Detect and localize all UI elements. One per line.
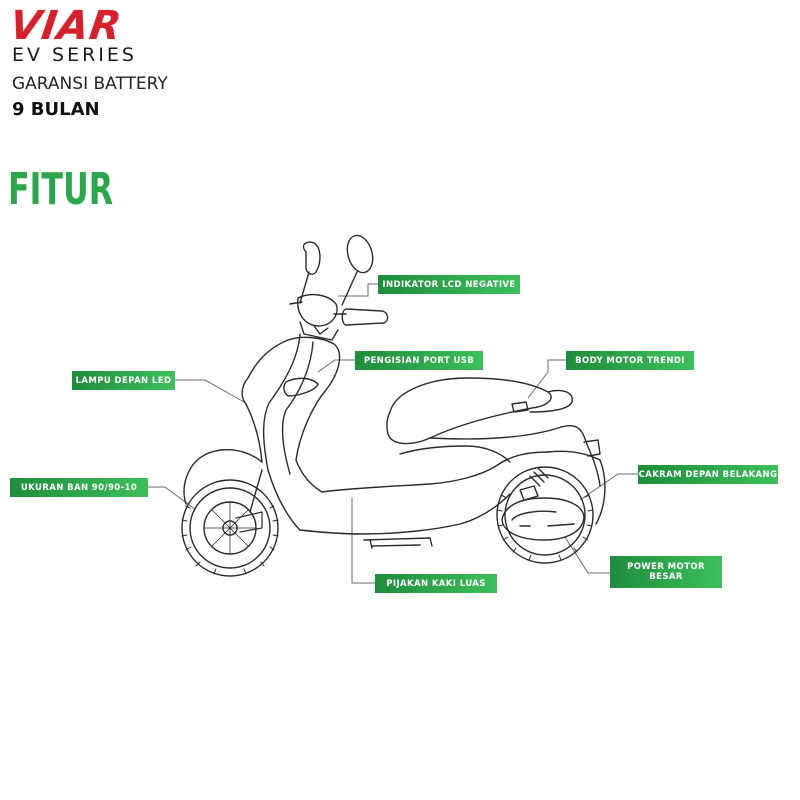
feature-label-body: BODY MOTOR TRENDI: [575, 355, 685, 366]
mirror-left-icon: [299, 241, 321, 304]
label-tag-brake: [638, 465, 778, 484]
mirror-right-icon: [341, 234, 374, 306]
front-fender-icon: [241, 336, 341, 461]
steering-column-icon: [262, 333, 301, 531]
feature-label-tire: UKURAN BAN 90/90-10: [20, 482, 138, 493]
warranty-label: GARANSI BATTERY: [12, 74, 168, 94]
label-tag-lamp: [72, 371, 175, 390]
feature-label-power: POWER MOTOR BESAR: [627, 562, 705, 582]
feature-labels: [10, 275, 778, 593]
headlight-icon: [283, 377, 319, 397]
rear-wheel-icon: [496, 466, 594, 564]
handlebar-icon: [289, 293, 389, 341]
front-wheel-icon: [181, 479, 279, 577]
label-tag-foot: [375, 574, 497, 593]
leader-line-body: [527, 359, 566, 399]
feature-label-brake: CAKRAM DEPAN BELAKANG: [638, 469, 778, 480]
feature-label-lamp: LAMPU DEPAN LED: [75, 375, 172, 386]
feature-label-usb: PENGISIAN PORT USB: [363, 355, 475, 366]
leader-line-lamp: [175, 379, 245, 403]
label-tag-lcd: [378, 275, 520, 294]
floorboard-icon: [321, 451, 549, 493]
section-title: FITUR: [8, 164, 114, 215]
brand-series: EV SERIES: [12, 44, 137, 66]
label-tag-body: [566, 351, 694, 370]
label-tag-usb: [355, 351, 483, 370]
feature-label-foot: PIJAKAN KAKI LUAS: [386, 578, 486, 589]
feature-label-lcd: INDIKATOR LCD NEGATIVE: [382, 279, 516, 290]
label-tag-power: [610, 556, 722, 588]
hub-motor-icon: [501, 497, 585, 541]
rear-body-icon: [429, 424, 601, 487]
leader-line-lcd: [338, 283, 378, 297]
leader-line-power: [564, 536, 610, 574]
leader-lines: [148, 283, 638, 584]
leader-line-foot: [351, 498, 375, 584]
leader-line-brake: [579, 473, 638, 501]
leader-line-usb: [317, 359, 355, 373]
warranty-value: 9 BULAN: [12, 99, 100, 120]
scooter-outline: [181, 234, 606, 577]
seat-icon: [386, 377, 552, 445]
label-tag-tire: [10, 478, 148, 497]
leader-line-tire: [148, 486, 197, 511]
